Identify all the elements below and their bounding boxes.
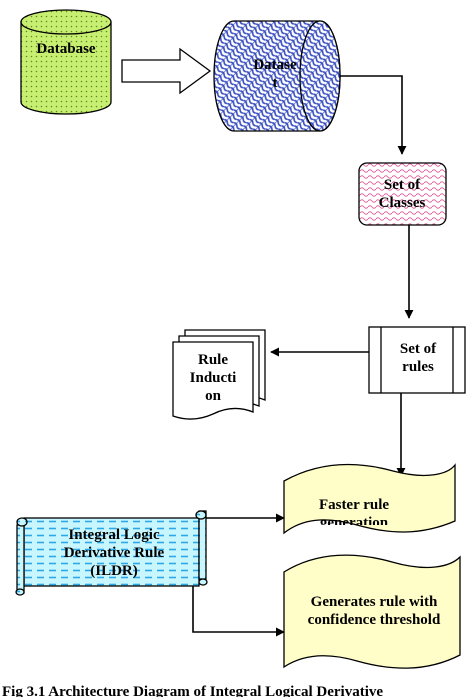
ildr-scroll	[15, 510, 208, 596]
confidence-label: Generates rule with confidence threshold	[307, 594, 441, 628]
faster-rule-label: Faster rule generation	[318, 497, 390, 525]
figure-caption: Fig 3.1 Architecture Diagram of Integral…	[2, 684, 384, 697]
arrow-dataset-to-classes	[340, 75, 407, 155]
arrow-ildr-to-confidence	[192, 586, 285, 637]
classes-label: Set of Classes	[378, 177, 426, 211]
database-cylinder	[20, 9, 112, 115]
rules-box	[368, 326, 466, 394]
rule-induction-documents	[172, 329, 266, 420]
dataset-cylinder	[213, 20, 341, 132]
ildr-label: Integral Logic Derivative Rule (ILDR)	[63, 527, 165, 579]
faster-rule-box	[283, 463, 456, 535]
classes-box	[358, 162, 447, 226]
rules-label: Set of rules	[399, 341, 437, 375]
block-arrow	[121, 47, 212, 95]
confidence-box	[283, 554, 461, 669]
rule-induction-label: Rule Inducti on	[189, 352, 237, 404]
dataset-label: Datase t	[253, 57, 297, 91]
database-label: Database	[36, 41, 96, 57]
